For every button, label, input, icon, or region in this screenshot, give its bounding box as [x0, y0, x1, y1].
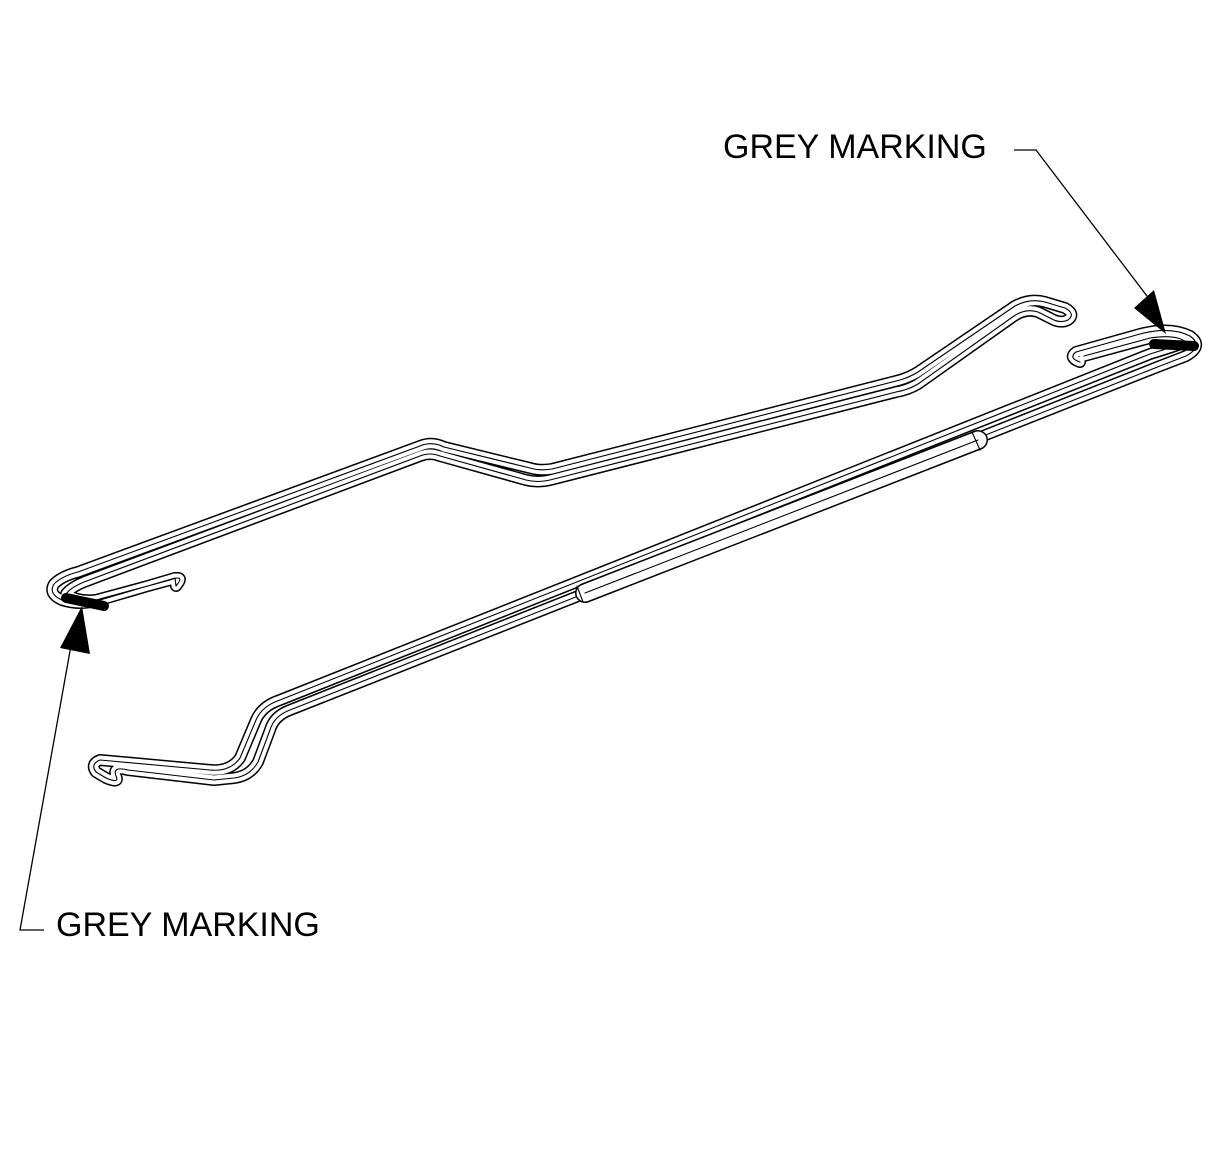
arrow-head-bottom-left [60, 606, 90, 654]
rod-sleeve [575, 430, 988, 603]
grey-marking-left [61, 593, 109, 611]
callout-label-top-right: GREY MARKING [723, 128, 987, 166]
lower-rod [87, 324, 1202, 787]
leader-line-top-right [1014, 149, 1151, 301]
upper-rod [46, 294, 1078, 609]
callout-label-bottom-left: GREY MARKING [56, 906, 320, 944]
arrow-head-top-right [1134, 290, 1166, 334]
callout-top-right: GREY MARKING [723, 128, 1166, 334]
grey-marking-right [1149, 339, 1199, 351]
leader-line-bottom-left [19, 639, 73, 931]
callout-bottom-left: GREY MARKING [19, 606, 320, 944]
